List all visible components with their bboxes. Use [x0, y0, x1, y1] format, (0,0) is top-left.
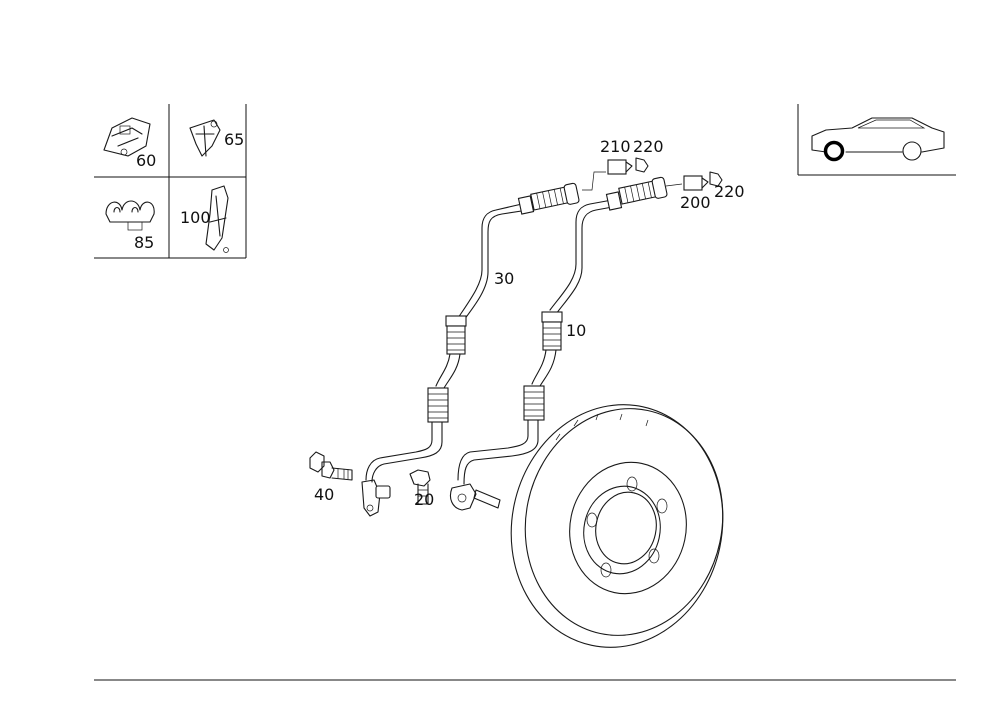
connector-210[interactable]: 210 [582, 137, 633, 191]
callout-40: 40 [314, 485, 334, 504]
brake-disc[interactable] [489, 385, 745, 667]
plug-220-right[interactable]: 220 [709, 171, 745, 201]
front-wheel-marker-icon [823, 140, 845, 162]
thumb-65-label: 65 [224, 130, 244, 149]
car-side-silhouette-icon [811, 117, 945, 161]
thumb-65-icon[interactable] [189, 119, 221, 157]
bolt-20[interactable]: 20 [409, 469, 434, 509]
thumb-100-label: 100 [180, 208, 211, 227]
callout-210: 210 [600, 137, 631, 156]
callout-30: 30 [494, 269, 514, 288]
connector-200[interactable]: 200 [665, 175, 711, 212]
callout-200: 200 [680, 193, 711, 212]
plug-220-top[interactable]: 220 [633, 137, 664, 173]
vehicle-locator [797, 104, 956, 176]
thumb-85-label: 85 [134, 233, 154, 252]
bolt-40[interactable]: 40 [309, 451, 353, 504]
callout-220-top: 220 [633, 137, 664, 156]
sensor-cable-30[interactable]: 30 [361, 182, 580, 517]
thumbnail-grid: 60 65 85 100 [94, 104, 247, 259]
thumb-60-icon[interactable] [103, 117, 151, 157]
callout-10: 10 [566, 321, 586, 340]
callout-220-right: 220 [714, 182, 745, 201]
thumb-85-icon[interactable] [105, 200, 155, 231]
sensor-cable-10[interactable]: 10 [449, 176, 668, 511]
thumb-100-icon[interactable] [205, 185, 229, 253]
thumb-60-label: 60 [136, 151, 156, 170]
callout-20: 20 [414, 490, 434, 509]
